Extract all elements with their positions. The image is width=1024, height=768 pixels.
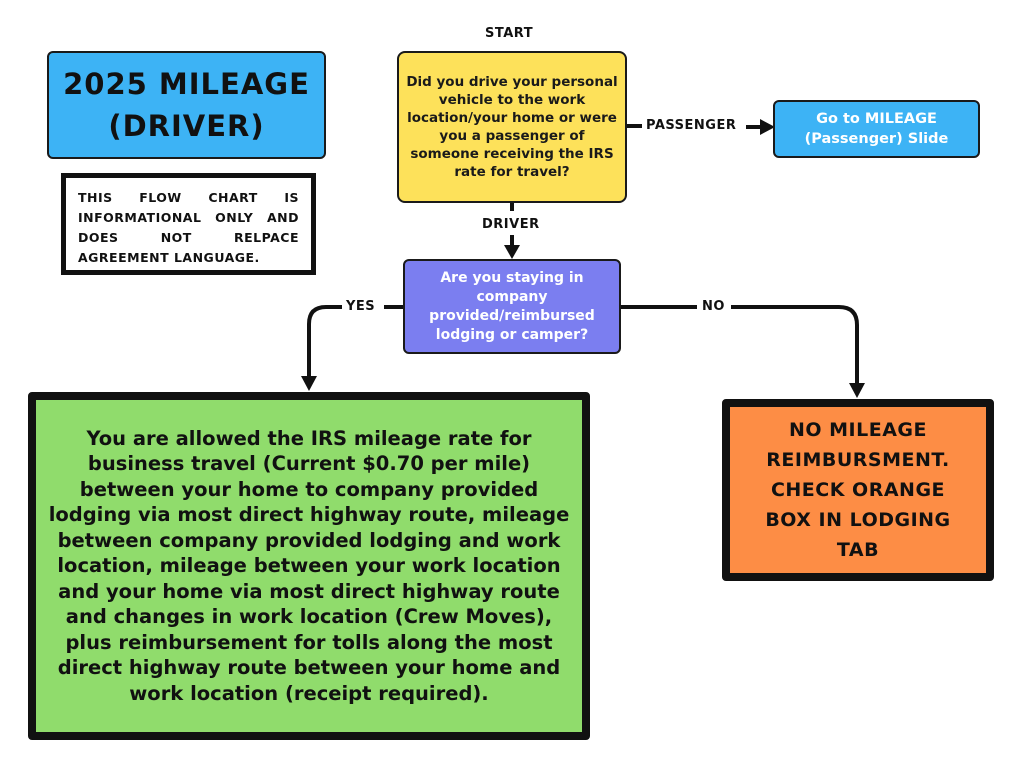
driver-question-text: Did you drive your personal vehicle to t… [406,74,618,180]
disclaimer-text: THIS FLOW CHART IS INFORMATIONAL ONLY AN… [78,190,299,265]
connector-yes [307,305,403,378]
passenger-label: PASSENGER [642,118,741,133]
passenger-box-text: Go to MILEAGE (Passenger) Slide [804,111,949,147]
no-result-box: NO MILEAGE REIMBURSMENT. CHECK ORANGE BO… [722,399,994,581]
no-label: NO [698,299,729,314]
passenger-box: Go to MILEAGE (Passenger) Slide [773,100,980,158]
driver-arrowhead [504,245,520,259]
no-arrowhead [849,383,865,398]
yes-result-box: You are allowed the IRS mileage rate for… [28,392,590,740]
driver-label: DRIVER [478,217,544,232]
lodging-question-box: Are you staying in company provided/reim… [403,259,621,354]
passenger-arrowhead [760,119,775,135]
lodging-question-text: Are you staying in company provided/reim… [429,269,595,343]
page-title: 2025 MILEAGE (DRIVER) [63,67,310,143]
no-result-text: NO MILEAGE REIMBURSMENT. CHECK ORANGE BO… [765,419,951,561]
disclaimer-box: THIS FLOW CHART IS INFORMATIONAL ONLY AN… [61,173,316,275]
yes-result-text: You are allowed the IRS mileage rate for… [48,426,570,705]
driver-question-box: Did you drive your personal vehicle to t… [397,51,627,203]
yes-arrowhead [301,376,317,391]
connector-no [621,305,859,384]
title-box: 2025 MILEAGE (DRIVER) [47,51,326,159]
yes-label: YES [342,299,380,314]
start-label: START [481,26,538,41]
